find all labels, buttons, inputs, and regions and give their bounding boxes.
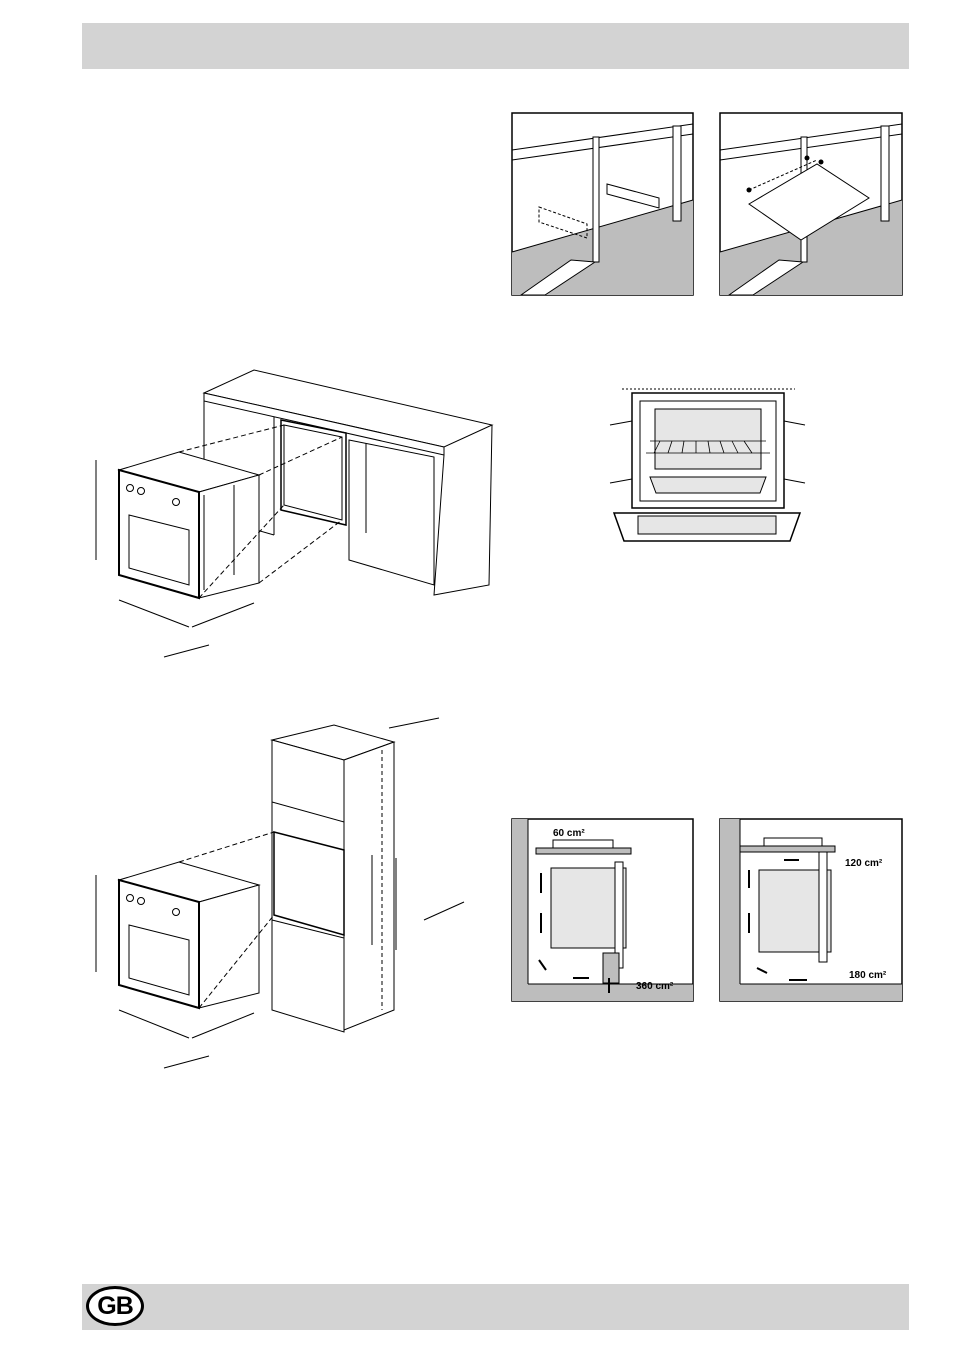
cabinet-support-strips-figure xyxy=(511,112,694,296)
under-counter-installation-figure xyxy=(84,365,494,665)
vent-top-area-label: 120 cm² xyxy=(845,858,883,869)
vent-bottom-area-label: 360 cm² xyxy=(636,981,674,992)
footer-band xyxy=(82,1284,909,1330)
oven-front-open-figure xyxy=(610,383,805,553)
cabinet-shelf-figure xyxy=(719,112,903,296)
ventilation-figure-right: 120 cm² 180 cm² xyxy=(719,818,903,1002)
column-installation-figure xyxy=(84,710,469,1070)
country-badge: GB xyxy=(86,1286,144,1326)
header-band xyxy=(82,23,909,69)
ventilation-figure-left: 60 cm² 360 cm² xyxy=(511,818,694,1002)
vent-bottom-area-label: 180 cm² xyxy=(849,970,887,981)
vent-top-area-label: 60 cm² xyxy=(553,828,585,839)
